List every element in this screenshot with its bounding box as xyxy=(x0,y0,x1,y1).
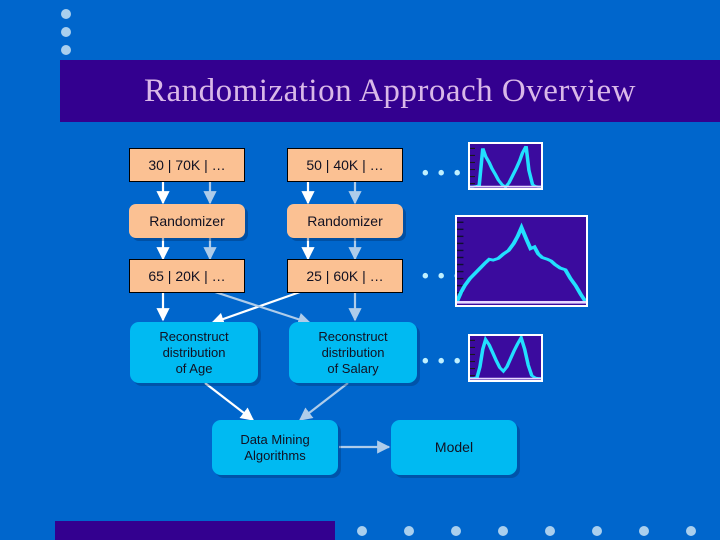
record-label: 30 | 70K | … xyxy=(148,156,226,173)
record-label: 50 | 40K | … xyxy=(306,156,384,173)
ellipsis-records-top: • • • xyxy=(422,163,463,184)
decor-dot-top-3 xyxy=(61,45,71,55)
chart-series-line xyxy=(457,222,586,303)
data-mining-line-1: Data Mining xyxy=(240,431,310,447)
record-box-age-1: 30 | 70K | … xyxy=(129,148,245,182)
randomizer-box-right: Randomizer xyxy=(287,204,403,238)
reconstruct-line-1: Reconstruct xyxy=(318,328,388,344)
randomizer-box-left: Randomizer xyxy=(129,204,245,238)
bottom-band xyxy=(55,521,335,540)
ellipsis-records-bottom: • • • xyxy=(422,266,463,287)
chart-axis-ticks xyxy=(470,147,475,185)
reconstruct-line-1: Reconstruct xyxy=(159,328,229,344)
record-box-salary-1: 50 | 40K | … xyxy=(287,148,403,182)
decor-dot-bottom-1 xyxy=(357,526,367,536)
decor-dot-bottom-5 xyxy=(545,526,555,536)
reconstruct-line-3: of Salary xyxy=(327,360,379,376)
decor-dot-bottom-7 xyxy=(639,526,649,536)
model-box: Model xyxy=(391,420,517,475)
reconstruct-line-2: distribution xyxy=(321,344,385,360)
decor-dot-bottom-8 xyxy=(686,526,696,536)
decor-dot-top-1 xyxy=(61,9,71,19)
record-box-salary-2: 25 | 60K | … xyxy=(287,259,403,293)
record-label: 65 | 20K | … xyxy=(148,267,226,284)
randomizer-label: Randomizer xyxy=(149,212,225,229)
chart-unimodal-noisy xyxy=(455,215,588,307)
page-title: Randomization Approach Overview xyxy=(143,72,637,109)
chart-axis-ticks xyxy=(457,221,464,294)
record-label: 25 | 60K | … xyxy=(306,267,384,284)
data-mining-box: Data Mining Algorithms xyxy=(212,420,338,475)
chart-bimodal-bottom xyxy=(468,334,543,382)
decor-dot-bottom-4 xyxy=(498,526,508,536)
title-band xyxy=(60,60,720,122)
ellipsis-reconstruct: • • • xyxy=(422,351,463,372)
chart-bimodal-top xyxy=(468,142,543,190)
reconstruct-box-salary: Reconstruct distribution of Salary xyxy=(289,322,417,383)
chart-axis-ticks xyxy=(470,339,475,377)
decor-dot-bottom-3 xyxy=(451,526,461,536)
reconstruct-line-2: distribution xyxy=(162,344,226,360)
chart-series-line xyxy=(470,145,541,188)
decor-dot-top-2 xyxy=(61,27,71,37)
chart-series-line xyxy=(470,336,541,380)
record-box-age-2: 65 | 20K | … xyxy=(129,259,245,293)
reconstruct-line-3: of Age xyxy=(175,360,213,376)
data-mining-line-2: Algorithms xyxy=(244,447,306,463)
reconstruct-box-age: Reconstruct distribution of Age xyxy=(130,322,258,383)
randomizer-label: Randomizer xyxy=(307,212,383,229)
model-label: Model xyxy=(434,439,474,455)
decor-dot-bottom-2 xyxy=(404,526,414,536)
decor-dot-bottom-6 xyxy=(592,526,602,536)
